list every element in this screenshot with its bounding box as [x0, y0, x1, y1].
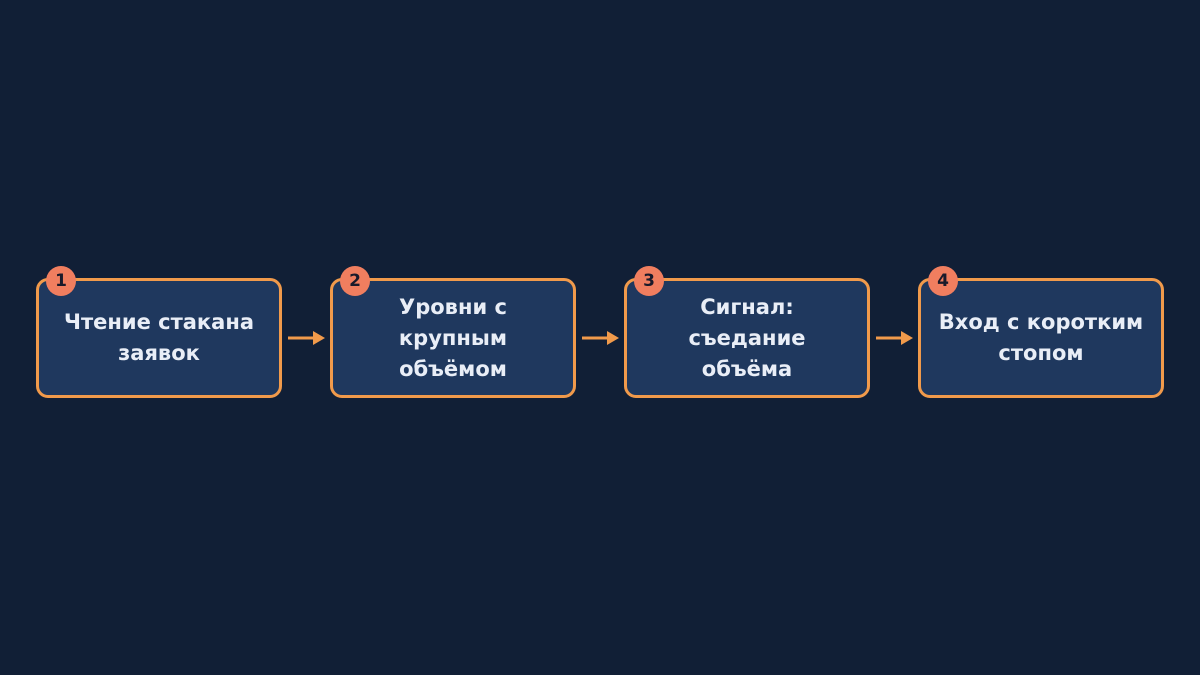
arrow-right-icon	[876, 331, 913, 345]
step-number-badge-1: 1	[46, 266, 76, 296]
arrow-right-icon	[582, 331, 619, 345]
step-box-4: 4 Вход с коротким стопом	[918, 266, 1164, 398]
step-label-2: Уровни с крупным объёмом	[398, 294, 508, 381]
step-label-1: Чтение стакана заявок	[63, 310, 255, 365]
arrow-right-icon	[288, 331, 325, 345]
step-box-2: 2 Уровни с крупным объёмом	[330, 266, 576, 398]
step-number-badge-3: 3	[634, 266, 664, 296]
step-label-3: Сигнал: съедание объёма	[688, 294, 806, 381]
step-box-3: 3 Сигнал: съедание объёма	[624, 266, 870, 398]
step-number-badge-2: 2	[340, 266, 370, 296]
step-number-badge-4: 4	[928, 266, 958, 296]
step-box-1: 1 Чтение стакана заявок	[36, 266, 282, 398]
step-label-4: Вход с коротким стопом	[938, 310, 1144, 365]
